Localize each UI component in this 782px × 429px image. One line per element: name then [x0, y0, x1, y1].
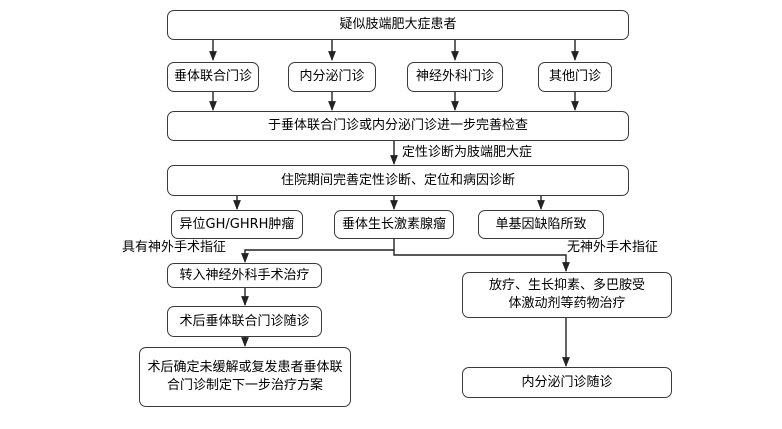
node-gh-adenoma: 垂体生长激素腺瘤: [334, 210, 454, 239]
node-ectopic-tumor: 异位GH/GHRH肿瘤: [171, 210, 303, 239]
node-postop-followup: 术后垂体联合门诊随诊: [167, 306, 322, 337]
node-suspected-patient: 疑似肢端肥大症患者: [167, 10, 629, 40]
label-qualitative-diagnosis: 定性诊断为肢端肥大症: [402, 145, 533, 160]
node-monogenic-defect: 单基因缺陷所致: [478, 210, 604, 239]
node-endocrine-followup: 内分泌门诊随诊: [462, 367, 672, 398]
label-no-surgery: 无神外手术指征: [567, 240, 659, 255]
label-surgery-indicated: 具有神外手术指征: [122, 240, 227, 255]
branch-surgery-indicated: [241, 239, 395, 263]
node-drug-therapy: 放疗、生长抑素、多巴胺受体激动剂等药物治疗: [462, 272, 672, 318]
node-endocrine-clinic: 内分泌门诊: [288, 62, 376, 92]
node-unresolved-plan: 术后确定未缓解或复发患者垂体联合门诊制定下一步治疗方案: [139, 347, 351, 407]
node-pituitary-clinic: 垂体联合门诊: [167, 62, 259, 92]
node-inpatient-diagnosis: 住院期间完善定性诊断、定位和病因诊断: [167, 165, 629, 196]
node-to-neurosurgery: 转入神经外科手术治疗: [167, 263, 322, 288]
node-neurosurgery-clinic: 神经外科门诊: [407, 62, 503, 92]
node-other-clinic: 其他门诊: [538, 62, 612, 92]
node-further-exam: 于垂体联合门诊或内分泌门诊进一步完善检查: [167, 111, 629, 141]
branch-no-surgery: [393, 250, 570, 272]
